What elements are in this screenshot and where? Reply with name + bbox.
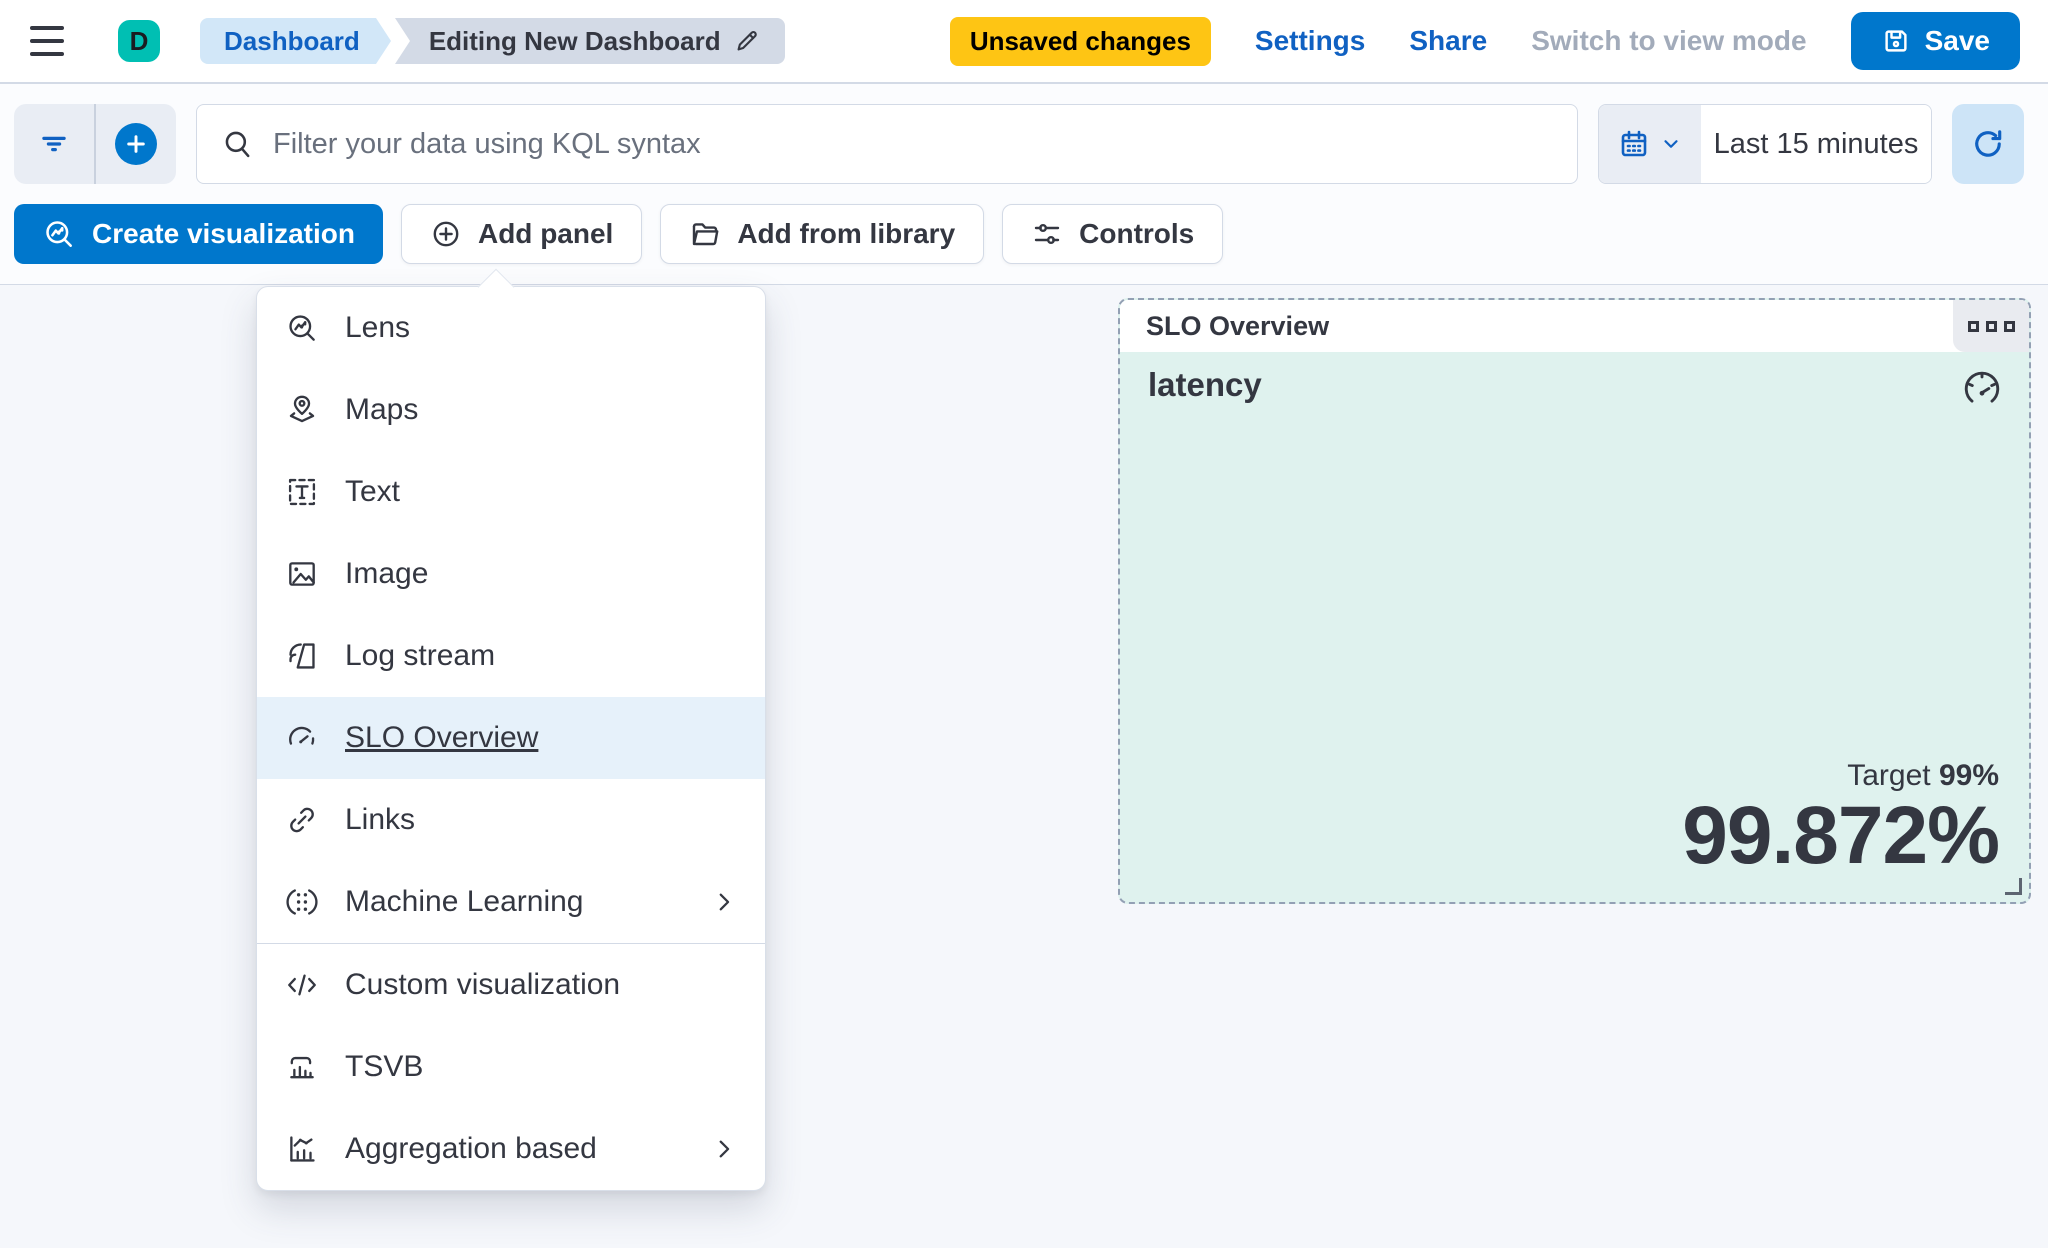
add-from-library-button[interactable]: Add from library xyxy=(660,204,985,264)
filter-button[interactable] xyxy=(14,104,94,184)
boxes-horizontal-icon xyxy=(1967,320,1979,332)
breadcrumb-current-page[interactable]: Editing New Dashboard xyxy=(394,18,785,64)
space-avatar[interactable]: D xyxy=(118,20,160,62)
image-icon xyxy=(285,557,319,591)
slo-panel-title: SLO Overview xyxy=(1146,310,1330,341)
slo-target-value: 99% xyxy=(1938,758,1999,792)
breadcrumb-current-label: Editing New Dashboard xyxy=(428,25,721,56)
filter-controls-group xyxy=(14,104,176,184)
slo-figures: Target 99% 99.872% xyxy=(1682,758,2000,881)
menu-item-tsvb[interactable]: TSVB xyxy=(257,1026,765,1108)
panel-options-button[interactable] xyxy=(1953,300,2029,352)
dashboard-actions-row: Create visualization Add panel Add from … xyxy=(14,184,2024,284)
save-floppy-icon xyxy=(1881,26,1911,56)
menu-item-text[interactable]: Text xyxy=(257,451,765,533)
slo-overview-panel: SLO Overview latency Target 99% 99.872% xyxy=(1118,298,2031,904)
code-icon xyxy=(285,968,319,1002)
kql-query-input[interactable] xyxy=(273,127,1553,161)
gauge-icon xyxy=(1961,368,2003,410)
canvas-divider xyxy=(0,284,2048,285)
save-button[interactable]: Save xyxy=(1850,12,2020,70)
share-link[interactable]: Share xyxy=(1409,25,1488,56)
hamburger-menu-icon[interactable] xyxy=(30,19,74,63)
lens-icon xyxy=(285,311,319,345)
breadcrumb: Dashboard Editing New Dashboard xyxy=(200,18,785,64)
chevron-down-icon xyxy=(1660,133,1682,155)
switch-to-view-mode-button[interactable]: Switch to view mode xyxy=(1531,25,1807,56)
gauge-icon xyxy=(285,721,319,755)
slo-target-line: Target 99% xyxy=(1847,758,1999,792)
menu-item-custom-visualization[interactable]: Custom visualization xyxy=(257,944,765,1026)
chevron-right-icon xyxy=(711,1136,737,1162)
menu-item-machine-learning[interactable]: Machine Learning xyxy=(257,861,765,943)
log-stream-icon xyxy=(285,639,319,673)
controls-button[interactable]: Controls xyxy=(1002,204,1224,264)
unsaved-changes-badge: Unsaved changes xyxy=(949,16,1211,66)
time-range-value[interactable]: Last 15 minutes xyxy=(1701,105,1931,183)
slo-panel-header: SLO Overview xyxy=(1120,300,2029,352)
search-icon xyxy=(221,127,255,161)
refresh-icon xyxy=(1970,126,2006,162)
calendar-icon xyxy=(1618,128,1650,160)
aggregation-icon xyxy=(285,1132,319,1166)
toolbar-area: Last 15 minutes Create visualization xyxy=(0,84,2048,284)
chevron-right-icon xyxy=(711,889,737,915)
refresh-button[interactable] xyxy=(1952,104,2024,184)
folder-icon xyxy=(689,218,721,250)
menu-item-links[interactable]: Links xyxy=(257,779,765,861)
add-panel-button[interactable]: Add panel xyxy=(400,204,643,264)
link-icon xyxy=(285,803,319,837)
plus-icon xyxy=(115,123,157,165)
calendar-dropdown-button[interactable] xyxy=(1599,105,1701,183)
pencil-icon xyxy=(733,27,761,55)
menu-item-maps[interactable]: Maps xyxy=(257,369,765,451)
maps-icon xyxy=(285,393,319,427)
tsvb-icon xyxy=(285,1050,319,1084)
menu-item-lens[interactable]: Lens xyxy=(257,287,765,369)
breadcrumb-dashboard[interactable]: Dashboard xyxy=(200,18,391,64)
slo-value: 99.872% xyxy=(1682,789,2000,881)
slo-metric-name: latency xyxy=(1148,366,1262,403)
filter-icon xyxy=(36,126,72,162)
plus-in-circle-icon xyxy=(430,218,462,250)
menu-item-aggregation-based[interactable]: Aggregation based xyxy=(257,1108,765,1190)
machine-learning-icon xyxy=(285,885,319,919)
lens-icon xyxy=(42,217,76,251)
settings-link[interactable]: Settings xyxy=(1254,25,1366,56)
menu-item-image[interactable]: Image xyxy=(257,533,765,615)
menu-item-slo-overview[interactable]: SLO Overview xyxy=(257,697,765,779)
time-range-picker: Last 15 minutes xyxy=(1598,104,1932,184)
text-icon xyxy=(285,475,319,509)
add-filter-button[interactable] xyxy=(94,104,176,184)
kql-search-bar xyxy=(196,104,1578,184)
menu-item-log-stream[interactable]: Log stream xyxy=(257,615,765,697)
panel-resize-handle[interactable] xyxy=(2005,878,2022,895)
top-header: D Dashboard Editing New Dashboard Unsave… xyxy=(0,0,2048,84)
menu-divider xyxy=(257,943,765,944)
create-visualization-button[interactable]: Create visualization xyxy=(14,204,383,264)
add-panel-menu: Lens Maps Text Image xyxy=(256,268,766,1191)
sliders-icon xyxy=(1031,218,1063,250)
